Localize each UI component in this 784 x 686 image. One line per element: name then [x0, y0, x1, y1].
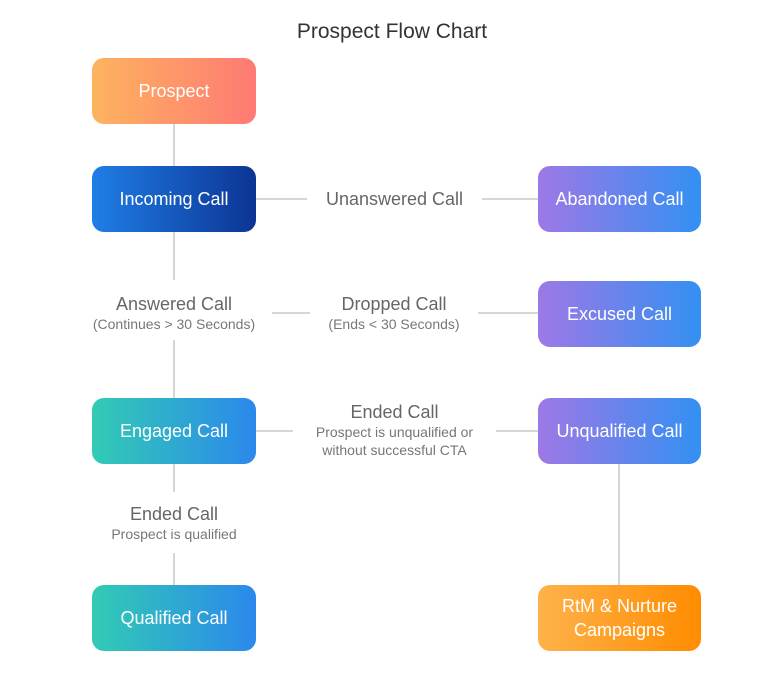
- edge-label-unanswered-main: Unanswered Call: [325, 189, 464, 209]
- edge-label-ended-unqualified-sub: Prospect is unqualified or without succe…: [315, 424, 474, 458]
- edge-label-dropped-call: Dropped Call (Ends < 30 Seconds): [310, 293, 478, 333]
- node-unqualified-call-label: Unqualified Call: [556, 421, 683, 441]
- node-engaged-call: Engaged Call: [92, 398, 256, 464]
- chart-title: Prospect Flow Chart: [296, 20, 488, 43]
- edge-label-answered-sub: (Continues > 30 Seconds): [92, 316, 256, 332]
- node-excused-call-label: Excused Call: [566, 304, 673, 324]
- node-incoming-call-label: Incoming Call: [119, 189, 229, 209]
- node-prospect-label: Prospect: [138, 81, 210, 101]
- edge-label-dropped-sub: (Ends < 30 Seconds): [328, 316, 460, 332]
- edge-label-ended-qualified-main: Ended Call: [129, 504, 219, 524]
- edge-label-ended-call-qualified: Ended Call Prospect is qualified: [84, 503, 264, 543]
- edge-label-dropped-main: Dropped Call: [341, 294, 447, 314]
- node-qualified-call-label: Qualified Call: [120, 608, 228, 628]
- node-incoming-call: Incoming Call: [92, 166, 256, 232]
- node-rtm-nurture-campaigns-label: RtM & Nurture Campaigns: [561, 596, 678, 640]
- node-excused-call: Excused Call: [538, 281, 701, 347]
- edge-label-ended-unqualified-main: Ended Call: [350, 402, 439, 422]
- node-qualified-call: Qualified Call: [92, 585, 256, 651]
- edge-label-ended-call-unqualified: Ended Call Prospect is unqualified or wi…: [293, 401, 496, 459]
- node-abandoned-call-label: Abandoned Call: [555, 189, 684, 209]
- edge-label-answered-main: Answered Call: [115, 294, 233, 314]
- node-prospect: Prospect: [92, 58, 256, 124]
- edge-label-unanswered-call: Unanswered Call: [307, 188, 482, 210]
- edge-label-answered-call: Answered Call (Continues > 30 Seconds): [74, 293, 274, 333]
- node-unqualified-call: Unqualified Call: [538, 398, 701, 464]
- node-engaged-call-label: Engaged Call: [119, 421, 229, 441]
- node-abandoned-call: Abandoned Call: [538, 166, 701, 232]
- node-rtm-nurture-campaigns: RtM & Nurture Campaigns: [538, 585, 701, 651]
- edge-label-ended-qualified-sub: Prospect is qualified: [111, 526, 237, 542]
